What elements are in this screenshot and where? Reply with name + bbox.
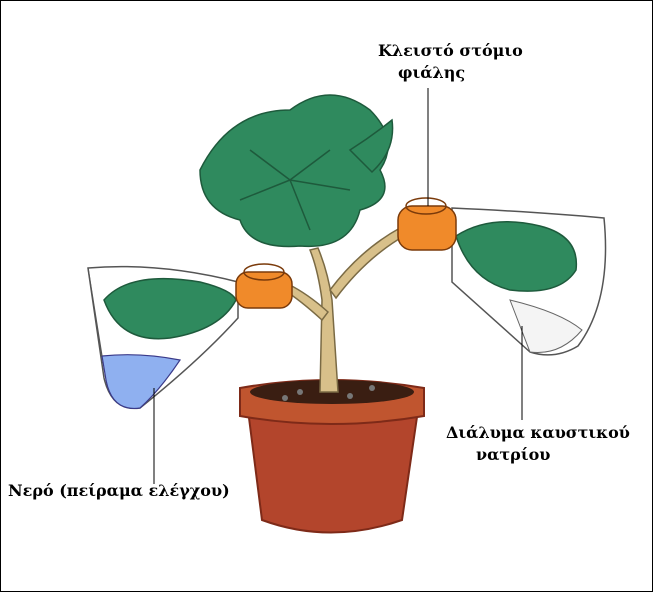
left-stopper	[236, 264, 292, 308]
label-water-control: Νερό (πείραμα ελέγχου)	[8, 480, 230, 502]
top-leaves	[200, 95, 393, 246]
plant-stem	[284, 228, 404, 392]
flower-pot	[240, 380, 424, 533]
label-closed-mouth: Κλειστό στόμιο φιάλης	[378, 40, 523, 84]
right-stopper	[398, 198, 456, 250]
label-closed-mouth-line1: Κλειστό στόμιο	[378, 40, 523, 62]
label-caustic-soda-line2: νατρίου	[446, 444, 630, 466]
label-closed-mouth-line2: φιάλης	[378, 62, 523, 84]
label-caustic-soda: Διάλυμα καυστικού νατρίου	[446, 422, 630, 466]
label-caustic-soda-line1: Διάλυμα καυστικού	[446, 422, 630, 444]
right-leaf	[456, 222, 576, 291]
left-leaf	[104, 279, 236, 339]
